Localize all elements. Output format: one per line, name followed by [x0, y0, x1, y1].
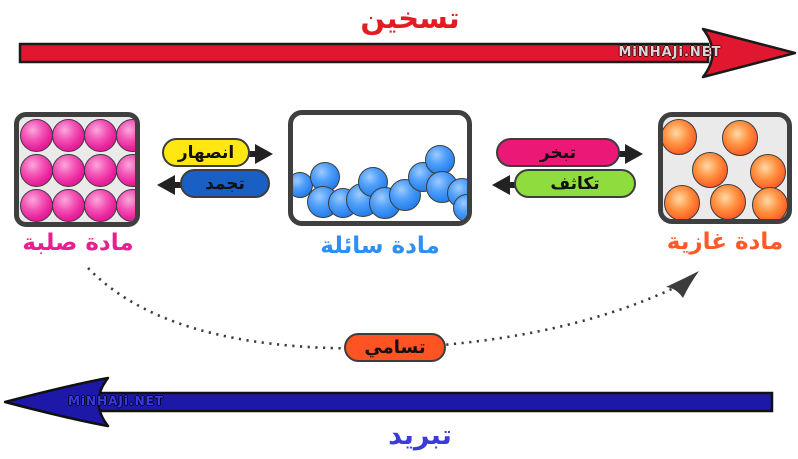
cooling-arrow	[3, 376, 774, 428]
solid-particle	[19, 188, 53, 222]
gas-particle	[664, 185, 700, 219]
solid-particle	[83, 153, 117, 187]
watermark-heating: MiNHAJi.NET	[618, 45, 722, 60]
freezing-pill: تجمد	[180, 169, 270, 198]
solid-particle	[115, 188, 135, 222]
solid-particle	[19, 118, 53, 152]
solid-box	[14, 112, 140, 227]
gas-particle	[722, 120, 758, 156]
sublimation-dotted-curve	[87, 267, 685, 350]
gas-box	[658, 112, 792, 224]
solid-particle	[83, 118, 117, 152]
gas-particle	[710, 184, 746, 219]
heating-arrowhead-icon	[701, 27, 797, 79]
solid-particle	[51, 118, 85, 152]
heating-title: تسخين	[360, 1, 460, 35]
condensation-pill: تكاثف	[514, 169, 636, 198]
gas-particle	[692, 152, 728, 188]
solid-particle	[19, 153, 53, 187]
sublimation-pill: تسامي	[344, 333, 446, 362]
melting-pill: انصهار	[162, 138, 250, 167]
solid-particle	[115, 153, 135, 187]
solid-particle	[115, 118, 135, 152]
gas-label: مادة غازية	[666, 229, 784, 255]
gas-particle	[750, 154, 786, 190]
solid-particle	[51, 153, 85, 187]
evaporation-arrow-icon	[616, 144, 643, 164]
solid-particle	[51, 188, 85, 222]
liquid-particle	[453, 194, 467, 221]
sublimation-arrowhead-icon	[666, 271, 699, 298]
gas-particle	[752, 187, 787, 219]
heating-arrow	[18, 27, 797, 79]
freezing-arrow-icon	[157, 175, 184, 195]
liquid-label: مادة سائلة	[320, 233, 440, 259]
liquid-box	[288, 110, 472, 226]
watermark-cooling: MiNHAJi.NET	[68, 394, 164, 408]
cooling-arrowhead-icon	[3, 376, 110, 428]
cooling-title: تبريد	[388, 420, 452, 451]
gas-particle	[663, 119, 697, 155]
melting-arrow-icon	[246, 144, 273, 164]
evaporation-pill: تبخر	[496, 138, 620, 167]
condensation-arrow-icon	[492, 175, 519, 195]
solid-particle	[83, 188, 117, 222]
solid-label: مادة صلبة	[22, 230, 134, 256]
